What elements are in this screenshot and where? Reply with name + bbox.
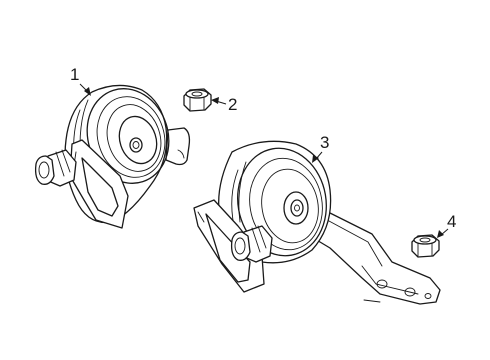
horn-high-part[interactable] [34,78,191,229]
callout-1: 1 [70,65,91,96]
callout-3-arrow-icon [312,155,319,163]
nut-2-part[interactable] [183,88,212,112]
callout-1-number: 1 [70,65,79,84]
callout-1-arrow-icon [84,87,91,96]
callout-4-arrow-icon [437,230,444,238]
callout-3-number: 3 [320,133,329,152]
callout-4: 4 [437,212,456,238]
callout-2: 2 [211,95,237,114]
callout-4-number: 4 [447,212,456,231]
callout-2-arrow-icon [211,97,219,104]
callout-3: 3 [312,133,329,163]
nut-4-part[interactable] [411,234,440,258]
horn-low-part[interactable] [193,140,441,305]
callout-2-number: 2 [228,95,237,114]
